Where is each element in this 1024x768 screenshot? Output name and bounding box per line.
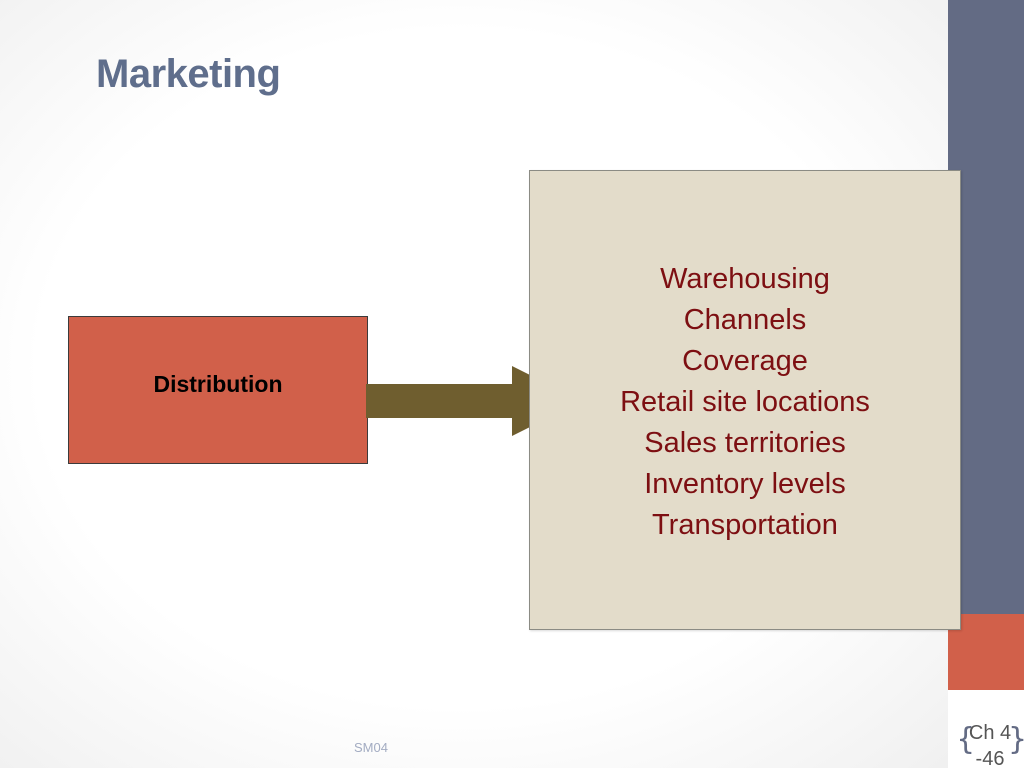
slide-title: Marketing — [96, 52, 281, 96]
list-item: Channels — [683, 304, 807, 336]
list-item: Retail site locations — [620, 386, 870, 418]
distribution-label: Distribution — [153, 370, 283, 397]
list-item: Warehousing — [660, 263, 830, 295]
page-number-text: Ch 4 -46 — [966, 720, 1014, 768]
footer-text: SM04 — [354, 740, 388, 755]
right-bottom-panel — [948, 690, 1024, 768]
right-arrow-icon — [366, 366, 582, 436]
distribution-items-list: Warehousing Channels Coverage Retail sit… — [530, 259, 960, 546]
list-item: Sales territories — [644, 427, 846, 459]
page-number-line1: Ch 4 — [968, 722, 1012, 744]
page-number: { Ch 4 -46 } — [960, 718, 1024, 768]
distribution-items-box: Warehousing Channels Coverage Retail sit… — [529, 170, 961, 630]
left-brace-icon: { — [960, 722, 975, 757]
right-brace-icon: } — [1008, 722, 1024, 757]
list-item: Transportation — [652, 509, 838, 541]
arrow-shape — [366, 366, 582, 436]
page-number-line2: -46 — [975, 748, 1005, 768]
list-item: Inventory levels — [644, 468, 846, 500]
list-item: Coverage — [682, 345, 808, 377]
distribution-box: Distribution — [68, 316, 368, 464]
